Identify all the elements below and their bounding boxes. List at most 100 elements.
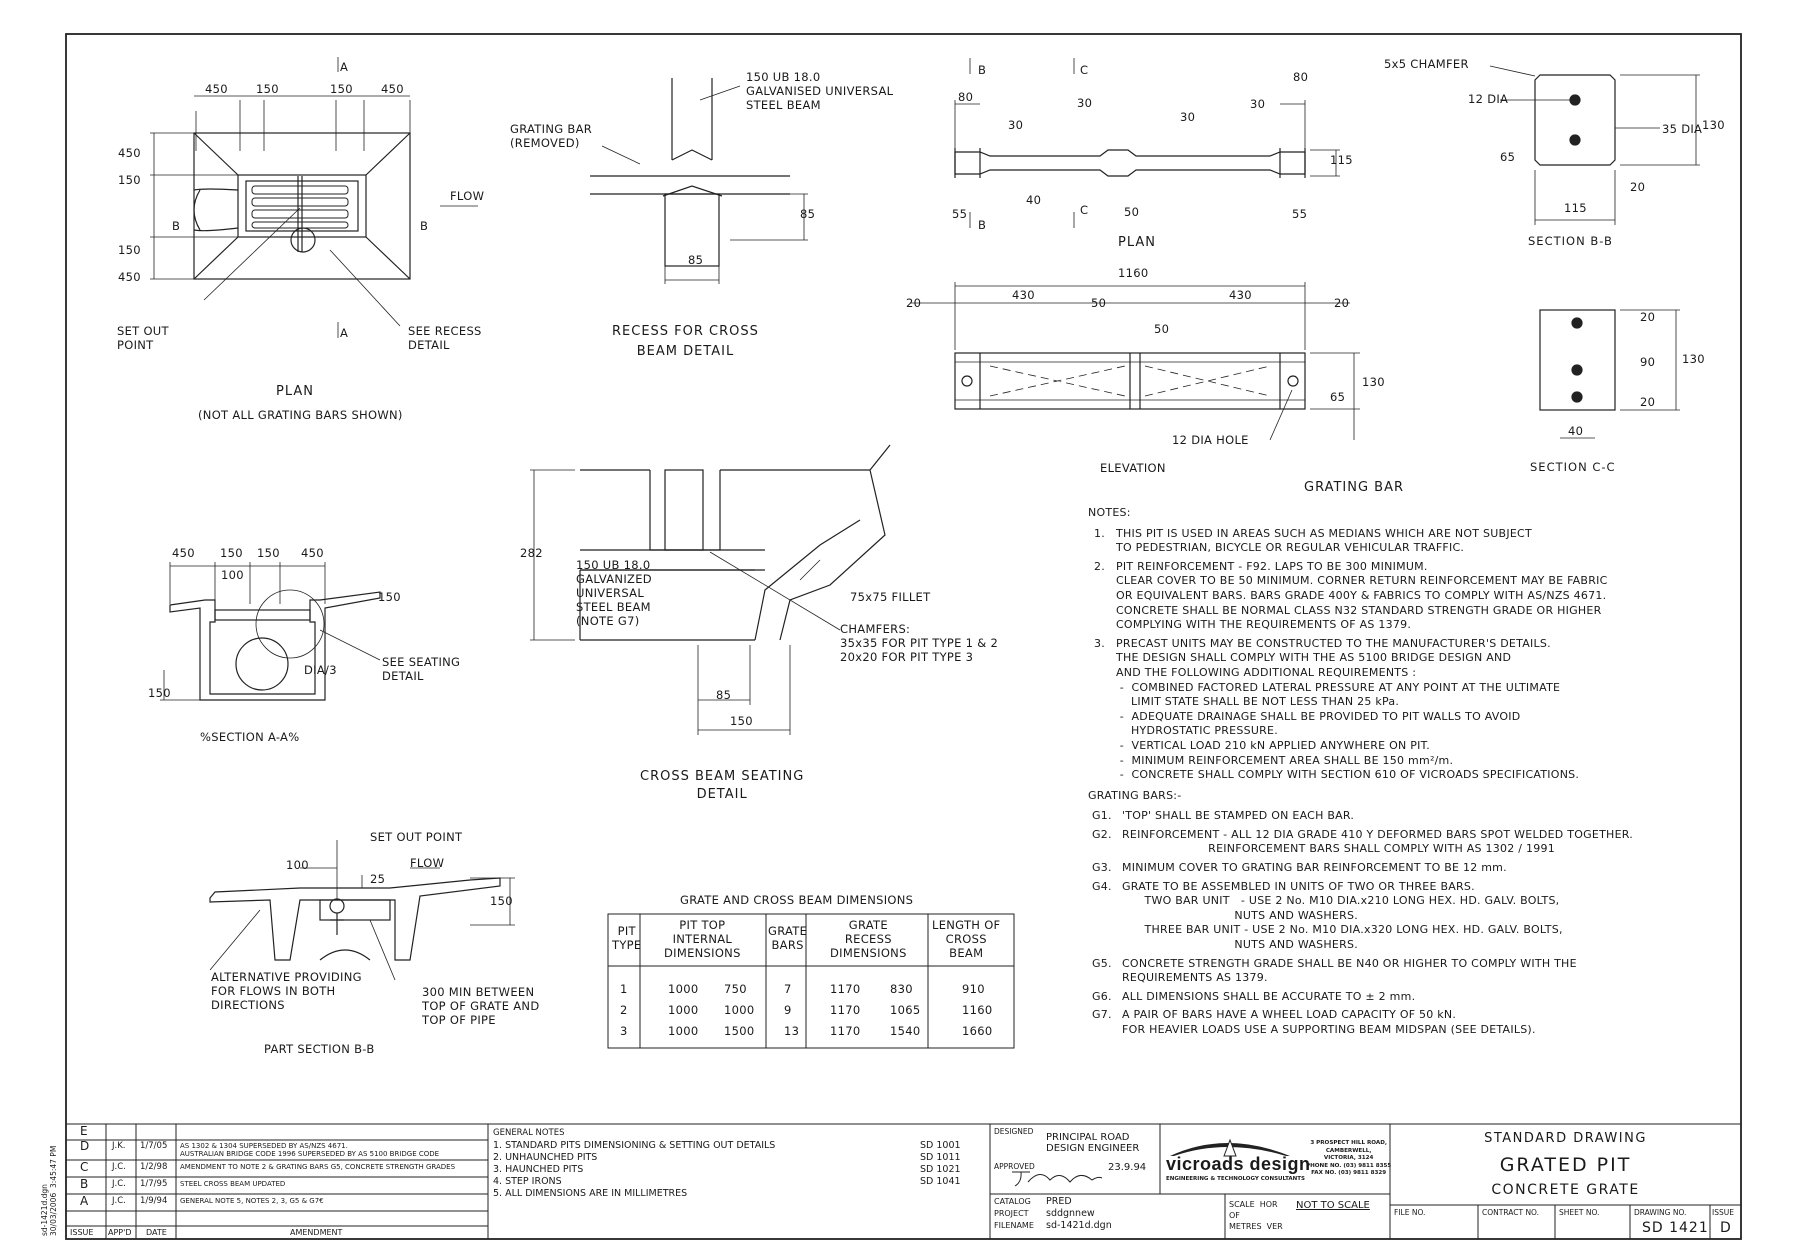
saa-title: %SECTION A-A% [200,730,300,744]
seat-dim-150: 150 [730,714,753,728]
general-note-text: 3. HAUNCHED PITS [493,1164,584,1175]
amendment-appd: J.C. [112,1162,126,1172]
elev-dim-50-low: 50 [1154,322,1170,336]
plan-section-a-bottom: A [340,326,349,340]
note-item: G1.'TOP' SHALL BE STAMPED ON EACH BAR. [1092,809,1718,824]
amendment-date: 1/7/05 [140,1141,168,1151]
amend-header-amendment: AMENDMENT [290,1228,343,1237]
section-cc [1539,309,1680,439]
approved-label: APPROVED [994,1162,1035,1171]
project-label: PROJECT [994,1209,1029,1218]
note-number: G5. [1092,956,1112,970]
note-number: G2. [1092,827,1112,841]
plan-dim-top-4: 450 [381,82,404,96]
elev-dim-20-right: 20 [1334,296,1350,310]
dim-table-cell: 1000 [724,1003,755,1017]
plan-dim-left-2: 150 [118,173,141,187]
seat-dim-85: 85 [716,688,732,702]
note-text: MINIMUM COVER TO GRATING BAR REINFORCEME… [1122,861,1507,875]
section-bb [1489,65,1700,225]
elev-dim-1160: 1160 [1118,266,1149,280]
amendment-issue: D [80,1139,90,1153]
amendment-issue: B [80,1177,89,1191]
section-aa [160,562,381,701]
psec-dim-100: 100 [286,858,309,872]
notes-main-list: 1.THIS PIT IS USED IN AREAS SUCH AS MEDI… [1088,527,1718,783]
dim-table-cell: 9 [784,1003,792,1017]
elev-hole-label: 12 DIA HOLE [1172,433,1249,447]
grating-bar-title: GRATING BAR [1304,480,1405,495]
gplan-dim-30-b: 30 [1077,96,1093,110]
elev-dim-65: 65 [1330,390,1346,404]
sbb-dia35-label: 35 DIA [1662,122,1703,136]
general-note-ref: SD 1021 [920,1164,961,1175]
sbb-dim-130: 130 [1702,118,1725,132]
dim-table-cell: 1500 [724,1024,755,1038]
note-item: G6.ALL DIMENSIONS SHALL BE ACCURATE TO ±… [1092,990,1718,1005]
dim-table-title: GRATE AND CROSS BEAM DIMENSIONS [680,893,914,907]
sbb-chamfer-label: 5x5 CHAMFER [1384,57,1469,71]
saa-dim-150-left: 150 [148,686,171,700]
note-number: G7. [1092,1008,1112,1022]
elev-dim-430-left: 430 [1012,288,1035,302]
gplan-sec-b-bottom: B [978,218,987,232]
dim-table-cell: 1000 [668,1024,699,1038]
scc-dim-20-bottom: 20 [1640,395,1656,409]
scc-title: SECTION C-C [1530,460,1616,474]
note-text: A PAIR OF BARS HAVE A WHEEL LOAD CAPACIT… [1122,1008,1536,1036]
elev-dim-130: 130 [1362,375,1385,389]
recess-detail [590,78,808,284]
scc-dim-40: 40 [1568,424,1584,438]
approved-date: 23.9.94 [1108,1162,1147,1173]
general-note-ref: SD 1001 [920,1140,961,1151]
sheet-border [65,33,1742,1240]
dim-table-cell: 13 [784,1024,800,1038]
dim-table-cell: 1000 [668,982,699,996]
gplan-dim-50: 50 [1124,205,1140,219]
general-note-text: 4. STEP IRONS [493,1176,562,1187]
plan-dim-top-1: 450 [205,82,228,96]
plan-dim-left-3: 150 [118,243,141,257]
plan-section-b-right: B [420,219,429,233]
gplan-dim-80-left: 80 [958,90,974,104]
general-notes-title: GENERAL NOTES [493,1128,565,1138]
gplan-sec-c-bottom: C [1080,203,1089,217]
sbb-title: SECTION B-B [1528,234,1613,248]
saa-dim-100: 100 [221,568,244,582]
catalog-value: PRED [1046,1196,1072,1207]
dim-table-cell: 750 [724,982,747,996]
psec-set-out-point: SET OUT POINT [370,830,463,844]
gplan-dim-80-right: 80 [1293,70,1309,84]
amendment-text: STEEL CROSS BEAM UPDATED [180,1180,286,1188]
note-text: THIS PIT IS USED IN AREAS SUCH AS MEDIAN… [1116,526,1532,555]
grating-plan [954,58,1340,228]
amend-header-date: DATE [146,1228,167,1237]
amendment-text: AMENDMENT TO NOTE 2 & GRATING BARS G5, C… [180,1163,456,1171]
scale-value: NOT TO SCALE [1296,1200,1370,1211]
note-item: 2.PIT REINFORCEMENT - F92. LAPS TO BE 30… [1094,560,1718,633]
gplan-dim-55-right: 55 [1292,207,1308,221]
grating-bars-heading: GRATING BARS:- [1088,788,1182,802]
amendment-issue: A [80,1194,89,1208]
plan-dim-top-2: 150 [256,82,279,96]
note-item: G3.MINIMUM COVER TO GRATING BAR REINFORC… [1092,861,1718,876]
psec-dim-150: 150 [490,894,513,908]
seat-dim-282: 282 [520,546,543,560]
plan-dim-top-3: 150 [330,82,353,96]
note-text: GRATE TO BE ASSEMBLED IN UNITS OF TWO OR… [1122,879,1563,952]
dim-table-cell: 1660 [962,1024,993,1038]
dim-table-cell: 1160 [962,1003,993,1017]
plan-dim-left-4: 450 [118,270,141,284]
project-value: sddgnnew [1046,1208,1095,1219]
recess-grating-removed: GRATING BAR (REMOVED) [510,122,593,150]
amend-header-appd: APP'D [108,1228,132,1237]
note-item: G4. GRATE TO BE ASSEMBLED IN UNITS OF TWO… [1092,880,1718,953]
title-main: GRATED PIT [1499,1154,1632,1176]
saa-dim-450-right: 450 [301,546,324,560]
notes-grating-list: G1.'TOP' SHALL BE STAMPED ON EACH BAR. G2… [1088,809,1718,1037]
seat-beam-label: 150 UB 18.0 GALVANIZED UNIVERSAL STEEL B… [576,558,652,628]
dim-table-cell: 1170 [830,982,861,996]
note-number: G4. [1092,879,1112,893]
note-item: 3.PRECAST UNITS MAY BE CONSTRUCTED TO TH… [1094,637,1718,783]
